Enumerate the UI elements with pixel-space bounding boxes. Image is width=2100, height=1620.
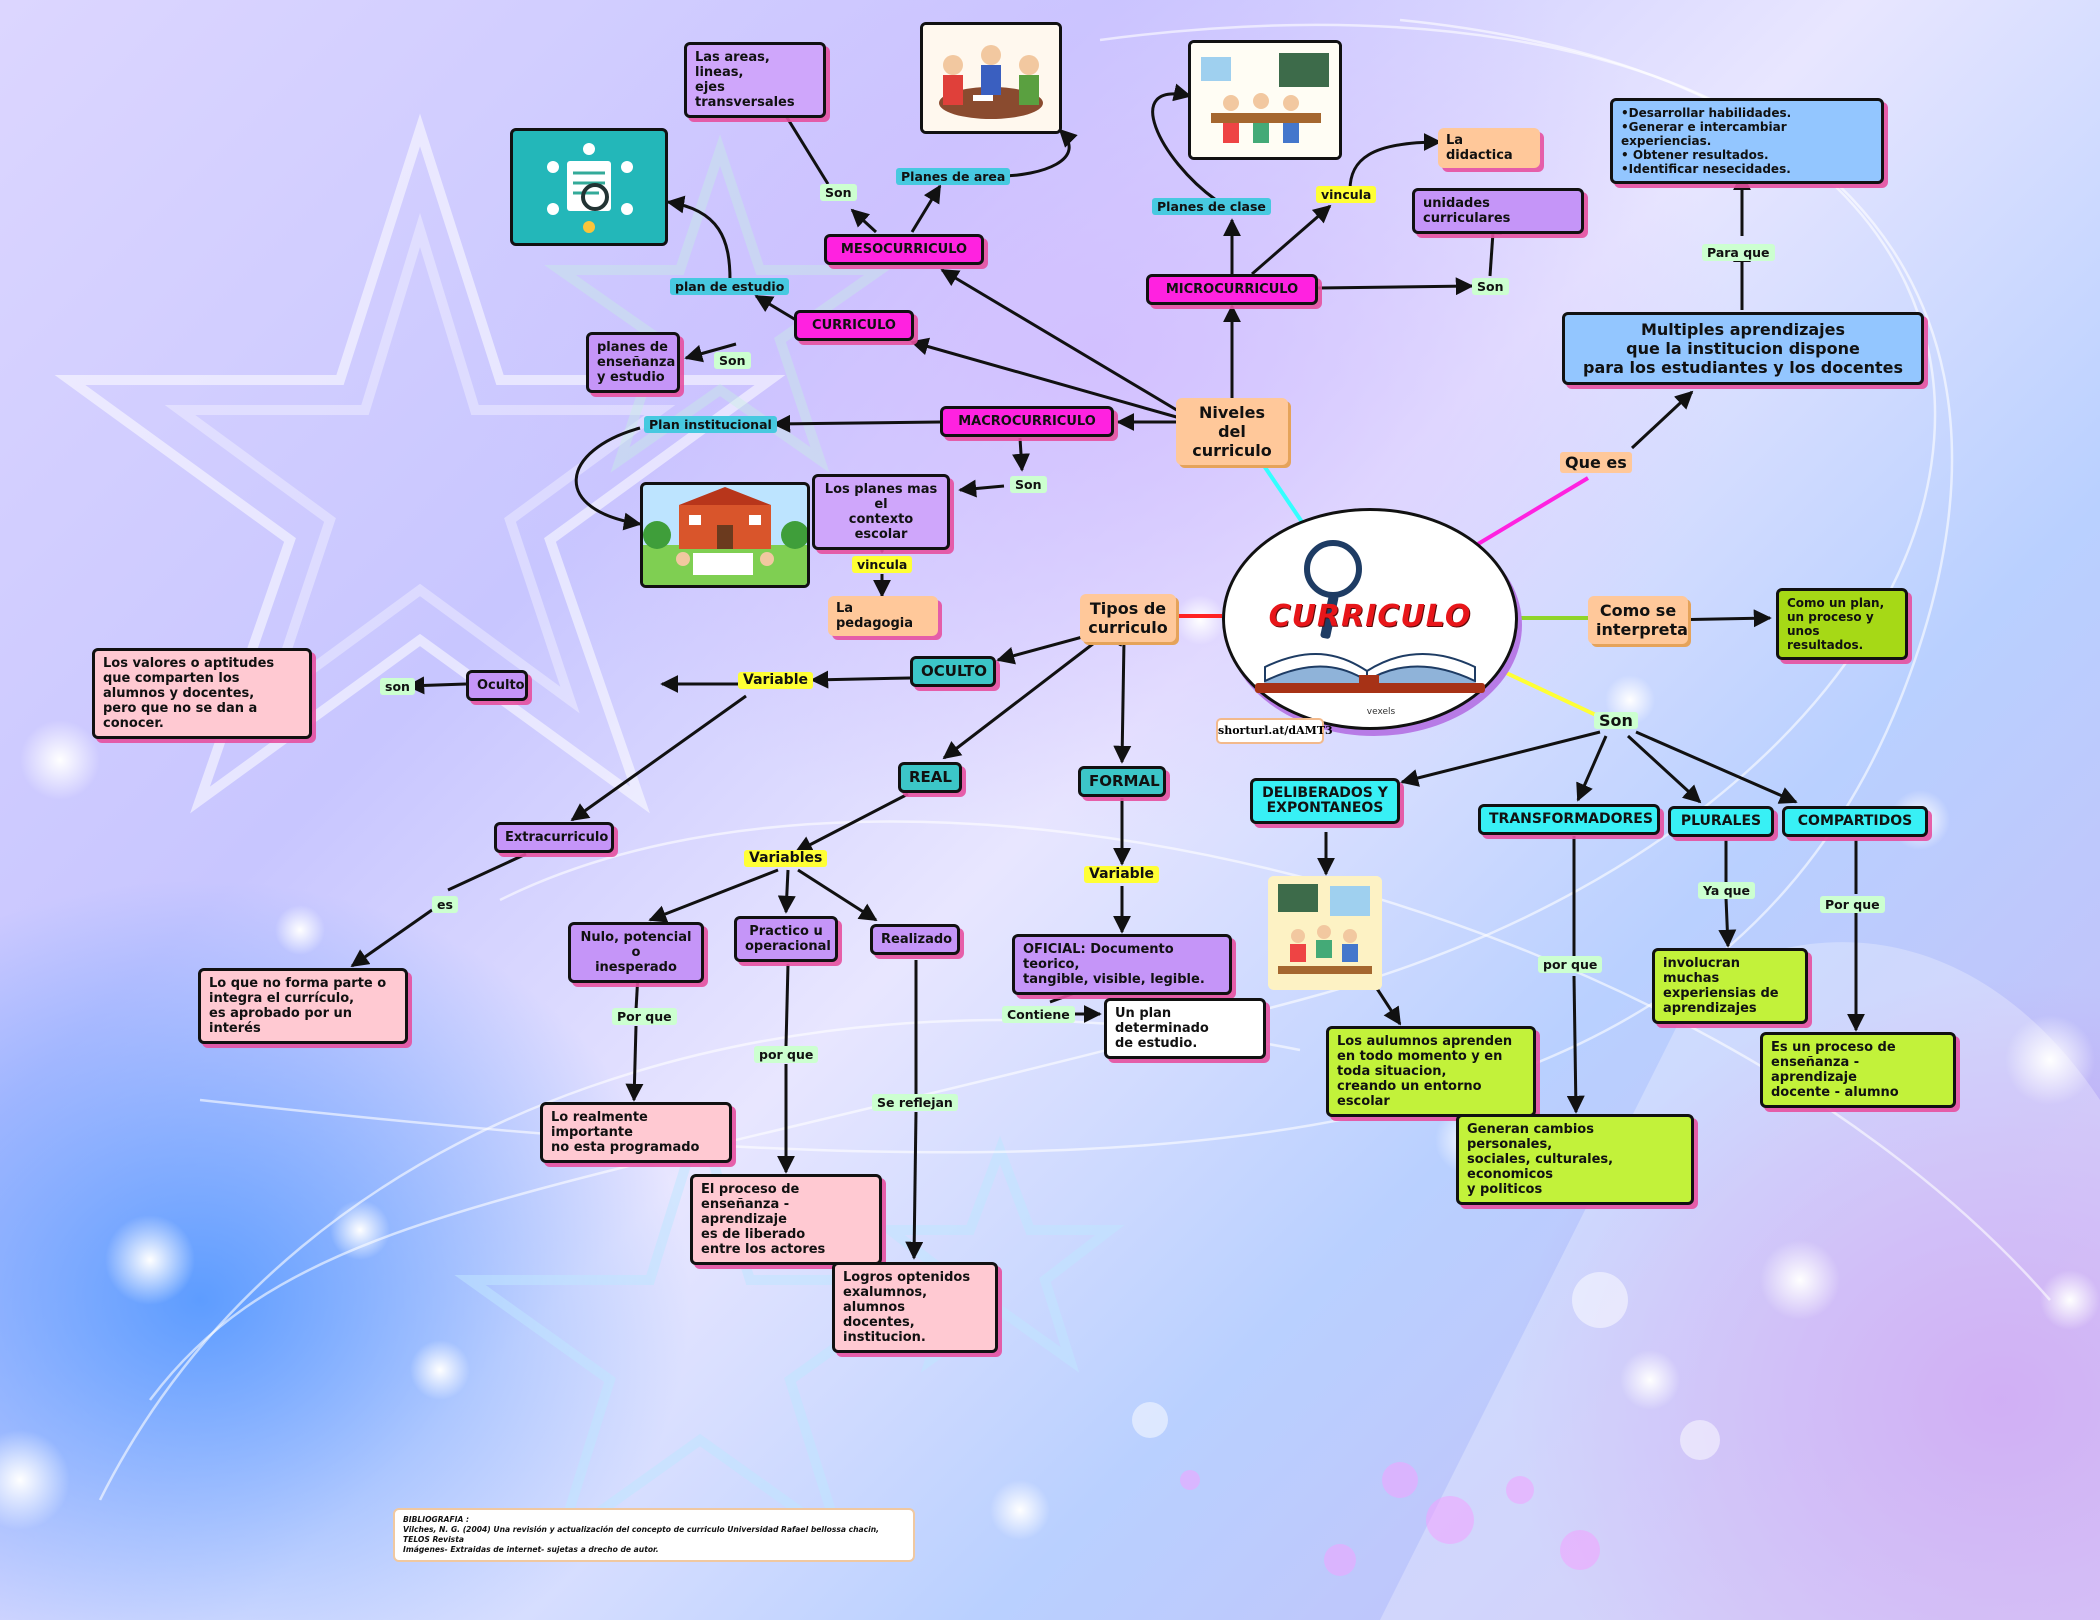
real-node[interactable]: REAL <box>898 762 962 793</box>
contiene-label: Contiene <box>1002 1006 1075 1023</box>
realizado-node[interactable]: Realizado <box>870 924 960 955</box>
no-forma-parte-node[interactable]: Lo que no forma parte o integra el currí… <box>198 968 408 1044</box>
cambios-node[interactable]: Generan cambios personales, sociales, cu… <box>1456 1114 1694 1205</box>
logros-node[interactable]: Logros optenidos exalumnos, alumnos doce… <box>832 1262 998 1353</box>
teachers-meeting-image[interactable] <box>920 22 1062 134</box>
multiples-node[interactable]: Multiples aprendizajes que la institucio… <box>1562 312 1924 385</box>
planes-area-label: Planes de area <box>896 168 1011 185</box>
alumnos-aprenden-node[interactable]: Los aulumnos aprenden en todo momento y … <box>1326 1026 1536 1117</box>
formal-node[interactable]: FORMAL <box>1078 766 1166 797</box>
porque-comp-label: Por que <box>1820 896 1885 913</box>
nulo-node[interactable]: Nulo, potencial o inesperado <box>568 922 704 983</box>
practico-node[interactable]: Practico u operacional <box>734 916 838 962</box>
como-interpreta-node[interactable]: Como se interpreta <box>1588 596 1688 644</box>
study-plan-image[interactable] <box>510 128 668 246</box>
oculto-small-node[interactable]: Oculto <box>466 670 528 701</box>
star-shape <box>164 212 676 714</box>
star-shape <box>875 1135 1125 1373</box>
vincula-macro-label: vincula <box>852 556 913 573</box>
como-un-plan-node[interactable]: Como un plan, un proceso y unos resultad… <box>1776 588 1908 660</box>
bibliography-line-1: Vilches, N. G. (2004) Una revisión y act… <box>403 1525 880 1544</box>
classroom-icon <box>1191 43 1339 157</box>
son-car-label: Son <box>1594 712 1638 729</box>
pedagogia-node[interactable]: La pedagogia <box>828 596 938 636</box>
areas-node[interactable]: Las areas, lineas, ejes transversales <box>684 42 826 118</box>
realmente-node[interactable]: Lo realmente importante no esta programa… <box>540 1102 732 1163</box>
curriculo-node[interactable]: CURRICULO <box>794 310 914 341</box>
compartidos-node[interactable]: COMPARTIDOS <box>1782 806 1928 837</box>
school-image[interactable] <box>640 482 810 588</box>
son-micro-label: Son <box>1472 278 1509 295</box>
microcurriculo-node[interactable]: MICROCURRICULO <box>1146 274 1318 305</box>
proceso-node[interactable]: El proceso de enseñanza - aprendizaje es… <box>690 1174 882 1265</box>
son-curr-label: Son <box>714 352 751 369</box>
star-shape <box>544 134 896 473</box>
son-macro-label: Son <box>1010 476 1047 493</box>
didactica-node[interactable]: La didactica <box>1438 128 1540 168</box>
niveles-node[interactable]: Niveles del curriculo <box>1176 398 1288 465</box>
credit-text: vexels <box>1366 707 1396 717</box>
valores-node[interactable]: Los valores o aptitudes que comparten lo… <box>92 648 312 739</box>
transformadores-node[interactable]: TRANSFORMADORES <box>1478 804 1660 835</box>
plan-determinado-node[interactable]: Un plan determinado de estudio. <box>1104 998 1266 1059</box>
son-meso-label: Son <box>820 184 857 201</box>
center-title: CURRICULO <box>1268 599 1472 634</box>
school-icon <box>643 487 807 585</box>
objetivos-node[interactable]: •Desarrollar habilidades. •Generar e int… <box>1610 98 1884 184</box>
son-oculto-label: son <box>380 678 415 695</box>
porque-nulo-label: Por que <box>612 1008 677 1025</box>
bibliography: BIBLIOGRAFIA : Vilches, N. G. (2004) Una… <box>393 1508 915 1562</box>
shortlink[interactable]: shorturl.at/dAMT3 <box>1216 718 1333 744</box>
magnifier-book-icon <box>1255 540 1485 693</box>
oculto-node[interactable]: OCULTO <box>910 656 996 687</box>
porque-transf-label: por que <box>1538 956 1603 973</box>
study-plan-icon <box>547 143 633 233</box>
planes-clase-label: Planes de clase <box>1152 198 1271 215</box>
planes-ensenanza-node[interactable]: planes de enseñanza y estudio <box>586 332 680 393</box>
plurales-node[interactable]: PLURALES <box>1668 806 1774 837</box>
se-reflejan-label: Se reflejan <box>872 1094 958 1111</box>
bibliography-heading: BIBLIOGRAFIA : <box>403 1515 470 1524</box>
plan-estudio-label: plan de estudio <box>670 278 790 295</box>
center-title-node[interactable]: CURRICULO vexels <box>1222 508 1518 730</box>
variable-formal-label: Variable <box>1084 866 1159 883</box>
mesocurriculo-node[interactable]: MESOCURRICULO <box>824 234 984 265</box>
students-classroom-image[interactable] <box>1268 876 1382 990</box>
vincula-micro-label: vincula <box>1316 186 1377 203</box>
teachers-meeting-icon <box>923 25 1059 131</box>
planes-contexto-node[interactable]: Los planes mas el contexto escolar <box>812 474 950 550</box>
bibliography-line-2: Imágenes- Extraidas de internet- sujetas… <box>403 1545 659 1554</box>
students-classroom-icon <box>1268 876 1382 990</box>
tipos-node[interactable]: Tipos de curriculo <box>1080 594 1176 642</box>
classroom-image[interactable] <box>1188 40 1342 160</box>
plan-institucional-label: Plan institucional <box>644 416 777 433</box>
porque-practico-label: por que <box>754 1046 819 1063</box>
extracurriculo-node[interactable]: Extracurriculo <box>494 822 614 853</box>
involucran-node[interactable]: involucran muchas experiensias de aprend… <box>1652 948 1808 1024</box>
macrocurriculo-node[interactable]: MACROCURRICULO <box>940 406 1114 437</box>
oficial-node[interactable]: OFICIAL: Documento teorico, tangible, vi… <box>1012 934 1232 995</box>
que-es-label: Que es <box>1560 452 1632 473</box>
unidades-node[interactable]: unidades curriculares <box>1412 188 1584 234</box>
es-label: es <box>432 896 458 913</box>
ya-que-label: Ya que <box>1698 882 1756 899</box>
proceso-comp-node[interactable]: Es un proceso de enseñanza - aprendizaje… <box>1760 1032 1956 1108</box>
star-shape <box>54 113 786 814</box>
variable-oculto-label: Variable <box>738 672 813 689</box>
deliberados-node[interactable]: DELIBERADOS Y EXPONTANEOS <box>1250 778 1400 824</box>
variables-label: Variables <box>744 850 828 867</box>
para-que-label: Para que <box>1702 244 1775 261</box>
